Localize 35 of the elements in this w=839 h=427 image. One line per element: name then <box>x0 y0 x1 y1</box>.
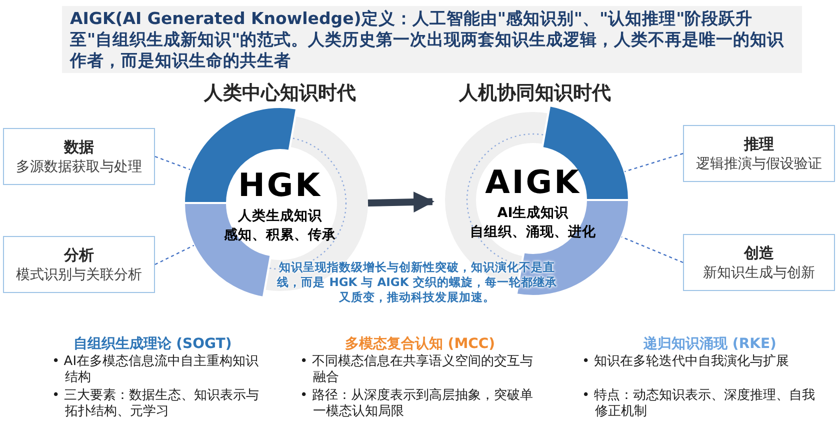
bullet-item: • 特点：动态知识表示、深度推理、自我修正机制 <box>582 388 816 420</box>
card-text: 模式识别与关联分析 <box>16 266 142 284</box>
center-title: HGK <box>237 165 323 205</box>
bullet-item: • AI在多模态信息流中自主重构知识结构 <box>52 354 260 386</box>
definition-text: AIGK(AI Generated Knowledge)定义：人工智能由"感知识别"、"认知推理"阶段跃升至"自组织生成新知识"的范式。人类历史第一次出现两套知识生成逻辑，人类不再是唯一的知识作者，而是知识生命的共生者 <box>62 6 802 73</box>
center-text: 人类生成知识 <box>236 207 323 225</box>
info-card <box>683 125 835 182</box>
leader-line <box>154 156 190 170</box>
center-title: AIGK <box>484 162 582 202</box>
card-text: 多源数据获取与处理 <box>16 158 142 176</box>
info-card <box>3 128 155 185</box>
center-text: AI生成知识 <box>496 204 570 222</box>
theory-heading: 自组织生成理论 (SOGT) <box>72 336 233 353</box>
era-heading: 人类中心知识时代 <box>202 81 357 106</box>
era-heading: 人机协同知识时代 <box>458 81 612 106</box>
theory-heading: 递归知识涌现 (RKE) <box>642 336 778 353</box>
leader-line <box>621 236 684 264</box>
bullet-item: • 路径：从深度表示到高层抽象，突破单一模态认知局限 <box>300 388 534 420</box>
info-card <box>3 236 155 293</box>
card-text: 逻辑推演与假设验证 <box>696 154 822 174</box>
card-heading: 分析 <box>64 244 94 264</box>
card-text: 新知识生成与创新 <box>703 264 815 282</box>
info-card <box>683 234 835 291</box>
leader-line <box>624 152 684 172</box>
arrow <box>368 192 435 212</box>
theory-heading: 多模态复合认知 (MCC) <box>344 336 496 353</box>
center-text: 感知、积累、传承 <box>223 226 337 244</box>
bullet-item: • 知识在多轮迭代中自我演化与扩展 <box>582 354 790 370</box>
card-heading: 推理 <box>744 134 774 154</box>
card-heading: 数据 <box>64 136 94 156</box>
bullet-item: • 不同模态信息在共享语义空间的交互与融合 <box>300 354 534 386</box>
bullet-item: • 三大要素：数据生态、知识表示与拓扑结构、元学习 <box>52 388 260 420</box>
leader-line <box>154 244 194 266</box>
card-heading: 创造 <box>744 242 774 262</box>
center-text: 自组织、涌现、进化 <box>469 223 597 241</box>
